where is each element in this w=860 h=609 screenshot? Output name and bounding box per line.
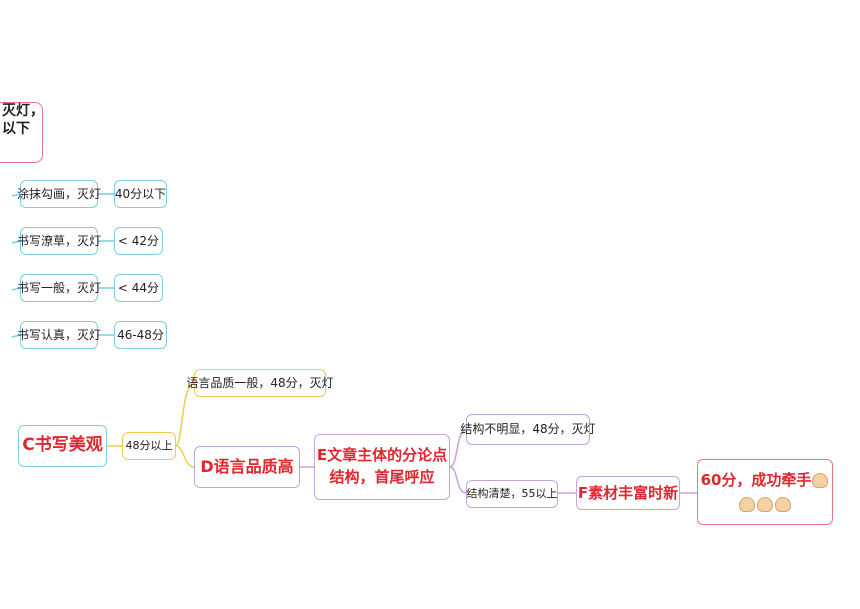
node-e-line-1: E文章主体的分论点	[316, 446, 448, 465]
node-c-label: C书写美观	[22, 435, 103, 456]
edge-label-48-above-text: 48分以上	[125, 439, 173, 453]
node-d-label: D语言品质高	[200, 457, 294, 476]
edge-label-48-above: 48分以上	[122, 432, 176, 460]
score-under-42-label: < 42分	[117, 233, 160, 248]
node-final-text: 60分，成功牵手	[700, 471, 812, 489]
node-c-handwriting: C书写美观	[18, 425, 107, 467]
clap-hands-icon	[812, 473, 829, 488]
node-average: 书写一般，灭灯	[17, 274, 102, 302]
node-structure-unclear-label: 结构不明显，48分，灭灯	[460, 422, 596, 436]
connector-b3	[11, 287, 21, 291]
node-structure-clear: 结构清楚，55以上	[466, 480, 558, 508]
node-smeared-label: 涂抹勾画，灭灯	[17, 186, 102, 201]
clap-hands-icon	[757, 497, 773, 512]
connector-edge-yellow	[175, 382, 195, 447]
score-40-below: 40分以下	[114, 180, 167, 208]
node-sloppy: 书写潦草，灭灯	[17, 227, 102, 255]
node-careful: 书写认真，灭灯	[17, 321, 102, 349]
node-f-material: F素材丰富时新	[576, 476, 680, 510]
connector-e-weak	[449, 429, 467, 468]
top-clipped-node: 灭灯， 以下	[0, 102, 44, 163]
score-46-48-label: 46-48分	[117, 327, 164, 342]
top-clipped-line-2: 以下	[2, 120, 30, 137]
node-language-average: 语言品质一般，48分，灭灯	[186, 369, 334, 397]
score-under-44: < 44分	[114, 274, 163, 302]
node-f-label: F素材丰富时新	[577, 483, 679, 502]
top-clipped-line-1: 灭灯，	[2, 103, 44, 119]
connector-b4	[11, 334, 21, 338]
node-structure-unclear: 结构不明显，48分，灭灯	[460, 414, 596, 445]
node-e-structure: E文章主体的分论点 结构，首尾呼应	[314, 434, 450, 500]
clap-hands-icon	[775, 497, 791, 512]
score-under-42: < 42分	[114, 227, 163, 255]
connector-e-strong	[449, 466, 467, 494]
node-smeared: 涂抹勾画，灭灯	[17, 180, 102, 208]
node-d-language: D语言品质高	[194, 446, 300, 488]
node-structure-clear-label: 结构清楚，55以上	[466, 487, 558, 501]
clap-hands-icon	[739, 497, 755, 512]
node-e-line-2: 结构，首尾呼应	[329, 468, 435, 486]
score-40-below-label: 40分以下	[114, 186, 167, 201]
node-final-line-1: 60分，成功牵手	[701, 468, 830, 492]
node-final-60: 60分，成功牵手	[697, 459, 833, 525]
node-average-label: 书写一般，灭灯	[17, 280, 102, 295]
score-under-44-label: < 44分	[117, 280, 160, 295]
connector-b1	[11, 193, 21, 197]
node-sloppy-label: 书写潦草，灭灯	[17, 233, 102, 248]
score-46-48: 46-48分	[114, 321, 167, 349]
connector-b2	[11, 240, 21, 244]
connector-edge-d	[175, 445, 195, 468]
node-careful-label: 书写认真，灭灯	[17, 327, 102, 342]
node-language-average-label: 语言品质一般，48分，灭灯	[186, 375, 334, 390]
node-final-line-2	[738, 492, 792, 516]
